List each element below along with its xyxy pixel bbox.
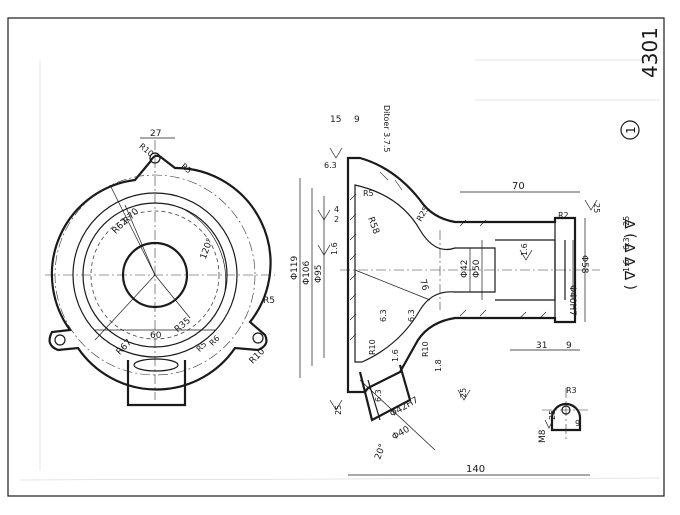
svg-text:1.6: 1.6: [622, 259, 631, 272]
svg-text:R25: R25: [415, 205, 431, 223]
svg-text:R10: R10: [368, 339, 377, 355]
circle-label: 1: [624, 126, 638, 134]
svg-text:140: 140: [466, 464, 485, 475]
svg-text:( ∇ ∇ ∇ ) ∇: ( ∇ ∇ ∇ ) ∇: [623, 219, 639, 290]
svg-text:Φ42H7: Φ42H7: [389, 395, 421, 419]
svg-text:R5: R5: [195, 340, 209, 354]
svg-text:31: 31: [536, 341, 547, 351]
svg-text:25: 25: [622, 216, 631, 226]
svg-text:2: 2: [334, 215, 339, 224]
surface-finish-header: ( ∇ ∇ ∇ ) ∇ 1.6 6.3 25 1: [620, 120, 640, 290]
svg-text:Ditoer 3.7.5: Ditoer 3.7.5: [382, 105, 391, 153]
show-through-lines: [19, 59, 661, 481]
left-view: 27 R10 R5 R70 R62 120° R5 R35 60 R67 R5 …: [45, 129, 275, 407]
svg-text:9: 9: [566, 341, 572, 351]
svg-text:25: 25: [459, 388, 468, 398]
svg-text:M8: M8: [538, 429, 548, 443]
svg-text:Φ50: Φ50: [472, 259, 482, 278]
svg-text:6.3: 6.3: [324, 161, 337, 170]
svg-text:27: 27: [150, 129, 161, 139]
svg-text:R10: R10: [421, 341, 430, 357]
svg-text:Φ95: Φ95: [314, 264, 324, 283]
svg-text:R2: R2: [558, 211, 569, 220]
svg-text:Φ106: Φ106: [302, 260, 312, 285]
svg-text:4: 4: [334, 205, 339, 214]
svg-text:R10: R10: [137, 142, 155, 159]
svg-text:25: 25: [592, 203, 601, 213]
svg-text:70: 70: [512, 181, 525, 192]
svg-text:1.6: 1.6: [330, 242, 339, 255]
svg-text:6.3: 6.3: [407, 309, 416, 322]
svg-text:Φ58: Φ58: [579, 255, 589, 274]
sheet-border: [7, 17, 665, 497]
svg-text:Φ40H7: Φ40H7: [567, 285, 577, 316]
svg-text:R58: R58: [365, 216, 381, 236]
section-view: 15 9 Ditoer 3.7.5 6.3 R5 4 2 R58 R25 70 …: [290, 105, 601, 476]
svg-text:20°: 20°: [373, 443, 388, 461]
svg-text:6.3: 6.3: [374, 389, 383, 402]
svg-text:60: 60: [150, 331, 162, 341]
svg-text:R5: R5: [263, 296, 275, 306]
svg-text:R5: R5: [179, 162, 193, 176]
svg-text:Φ40: Φ40: [391, 425, 412, 443]
svg-text:9: 9: [354, 115, 360, 125]
svg-text:9: 9: [575, 419, 580, 428]
svg-text:R3: R3: [566, 386, 577, 395]
svg-text:Φ119: Φ119: [290, 255, 300, 280]
drawing-number: 4301: [638, 27, 662, 78]
svg-text:76: 76: [417, 278, 430, 292]
svg-text:6.3: 6.3: [622, 237, 631, 250]
svg-text:Φ42: Φ42: [460, 259, 470, 278]
svg-text:R67: R67: [115, 338, 135, 358]
svg-text:15: 15: [330, 115, 341, 125]
svg-text:R5: R5: [363, 189, 374, 198]
svg-text:1.6: 1.6: [520, 243, 529, 256]
svg-text:6.3: 6.3: [379, 309, 388, 322]
svg-text:1.6: 1.6: [391, 349, 400, 362]
svg-text:1.8: 1.8: [434, 359, 443, 372]
svg-text:25: 25: [548, 410, 557, 420]
detail-view: R3 9 M8 25: [538, 386, 590, 443]
svg-text:25: 25: [334, 405, 343, 415]
